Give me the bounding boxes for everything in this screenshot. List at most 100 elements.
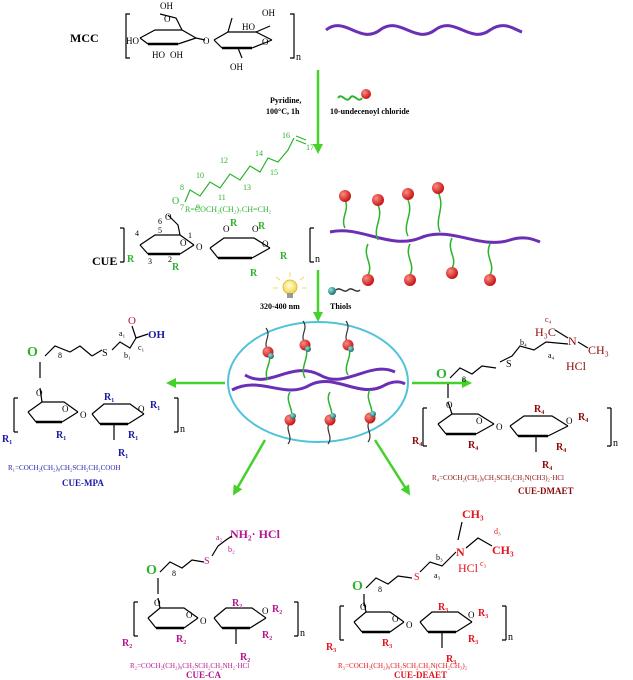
deaet-o-top: O	[360, 602, 367, 612]
cue-c10: 10	[196, 171, 204, 180]
ca-ring2-o: O	[262, 606, 269, 616]
step2-light: 320-400 nm	[260, 302, 300, 311]
ca-b2: b₂	[228, 545, 235, 554]
mpa-r1-bottom2: R₁	[128, 430, 138, 441]
mcc-ring2-o: O	[262, 37, 269, 47]
deaet-ch3-top: CH₃	[462, 507, 484, 521]
ca-subscript-n: n	[300, 628, 305, 639]
ca-label: CUE-CA	[186, 670, 221, 680]
mcc-subscript-n: n	[296, 52, 301, 63]
ca-ring1-o: O	[186, 610, 193, 620]
cue-num-5: 5	[158, 226, 162, 235]
mpa-r-definition: R₁=COCH₂(CH₂)₈CH₂SCH₂CH₂COOH	[8, 464, 120, 472]
cue-r-right: R	[280, 251, 288, 262]
cue-c12: 12	[220, 156, 228, 165]
ca-a2: a₂	[216, 533, 223, 542]
deaet-glycosidic-o: O	[406, 620, 413, 630]
mpa-a1: a₁	[119, 329, 126, 338]
cue-r-bottom1: R	[172, 262, 180, 273]
mpa-r1-bottom3: R₁	[118, 448, 128, 459]
ca-r-definition: R₂=COCH₂(CH₂)₈CH₂SCH₂CH₂NH₂·HCl	[130, 662, 249, 670]
deaet-carbonyl-o: O	[352, 579, 363, 594]
thiol-bead-icon	[328, 287, 336, 295]
mcc-structure: MCC n O OH HO HO OH O OH O OH HO	[70, 1, 523, 72]
ca-r2-right: R₂	[272, 604, 282, 615]
deaet-r3-top: R₃	[438, 602, 448, 613]
dmaet-r4-right: R₄	[578, 412, 588, 423]
dmaet-label: CUE-DMAET	[518, 486, 574, 496]
mcc-glycosidic-o: O	[203, 36, 210, 46]
deaet-r3-right: R₃	[478, 608, 488, 619]
cue-mpa-structure: O 8 S a₁ b₁ c₁ O OH n O O O O R₁ R₁ R₁ R…	[2, 315, 185, 488]
mpa-ring1-o: O	[62, 404, 69, 414]
cue-c13: 13	[243, 183, 251, 192]
dmaet-o-top: O	[446, 400, 453, 410]
cue-ring1-o6: O	[165, 212, 172, 222]
deaet-s: S	[414, 572, 420, 583]
undecenoyl-chain-icon	[337, 95, 363, 101]
mcc-ring1-o: O	[164, 14, 171, 24]
cue-c9: 9	[196, 203, 200, 212]
deaet-subscript-n: n	[508, 632, 513, 643]
deaet-r3-bottom: R₃	[382, 638, 392, 649]
central-ellipse	[227, 320, 409, 445]
cue-c7: 7	[180, 203, 184, 212]
cue-c11: 11	[218, 193, 226, 202]
dmaet-r-definition: R₄=COCH₂(CH₂)₈CH₂SCH₂CH₂N(CH3)₂·HCl	[432, 474, 564, 482]
cue-glycosidic-o: O	[196, 242, 203, 252]
mpa-c1: c₁	[138, 343, 145, 352]
dmaet-r4-bottom3: R₄	[542, 460, 552, 471]
deaet-label: CUE-DEAET	[394, 670, 447, 680]
dmaet-c4: c₄	[545, 315, 552, 324]
dmaet-r4-bottom2: R₄	[556, 442, 566, 453]
product-arrows	[166, 378, 472, 496]
cue-c15: 15	[270, 168, 278, 177]
ca-glycosidic-o: O	[200, 616, 207, 626]
ca-amine: NH₂· HCl	[230, 527, 281, 541]
cue-ring2-o-top: O	[223, 224, 230, 234]
step1-conditions-line1: Pyridine,	[270, 96, 301, 105]
cue-dmaet-structure: c₄ H₃C N CH₃ HCl b₄ a₄ S O 8 n O O O O R…	[412, 315, 618, 496]
cue-backbone-icon	[329, 229, 541, 244]
cellulose-chain-icon	[325, 24, 523, 36]
cue-num-4: 4	[135, 229, 139, 238]
deaet-r3-left: R₃	[326, 642, 336, 653]
mcc-ho-bottom: HO	[152, 50, 165, 60]
mcc-ho-ring2: HO	[242, 22, 255, 32]
mpa-r1-right: R₁	[150, 400, 160, 411]
mpa-r1-left: R₁	[2, 434, 12, 445]
dmaet-s: S	[506, 359, 512, 370]
deaet-a3: a₃	[434, 571, 441, 580]
deaet-r3-bottom2: R₃	[468, 634, 478, 645]
central-beads-icon	[262, 339, 376, 426]
cue-ring1-o: O	[180, 238, 187, 248]
mpa-glycosidic-o: O	[80, 410, 87, 420]
cue-num-3: 3	[148, 257, 152, 266]
deaet-c3: c₃	[480, 559, 487, 568]
dmaet-r4-left: R₄	[412, 436, 422, 447]
ca-r2-bottom2: R₂	[262, 630, 272, 641]
deaet-d3: d₃	[494, 527, 501, 536]
undecenoyl-bead-icon	[361, 89, 371, 99]
dmaet-glycosidic-o: O	[496, 422, 503, 432]
deaet-ring1-o: O	[392, 614, 399, 624]
mpa-r1-top: R₁	[104, 392, 114, 403]
dmaet-hcl: HCl	[566, 359, 587, 373]
dmaet-r4-bottom: R₄	[468, 440, 478, 451]
ca-r2-bottom3: R₂	[240, 652, 250, 663]
cue-r-top2: R	[230, 218, 238, 229]
mcc-oh-top2: OH	[262, 8, 275, 18]
dmaet-r4-top: R₄	[534, 404, 544, 415]
deaet-eight: 8	[378, 585, 382, 594]
mpa-r1-bottom: R₁	[56, 430, 66, 441]
cue-r-bottom2: R	[250, 268, 258, 279]
dmaet-ch3: CH₃	[588, 343, 609, 357]
cue-c17: 17	[306, 143, 314, 152]
mpa-s: S	[102, 348, 108, 359]
mpa-carbonyl-o: O	[27, 345, 38, 360]
mcc-oh-bottom2: OH	[230, 62, 243, 72]
deaet-r-definition: R₃=COCH₂(CH₂)₈CH₂SCH₂CH₂N(CH₂CH₃)₂	[338, 662, 468, 670]
ca-r2-left: R₂	[122, 638, 132, 649]
cue-ca-structure: NH₂· HCl a₂ b₂ S O 8 n O O O O R₂ R₂ R₂ …	[122, 527, 305, 680]
